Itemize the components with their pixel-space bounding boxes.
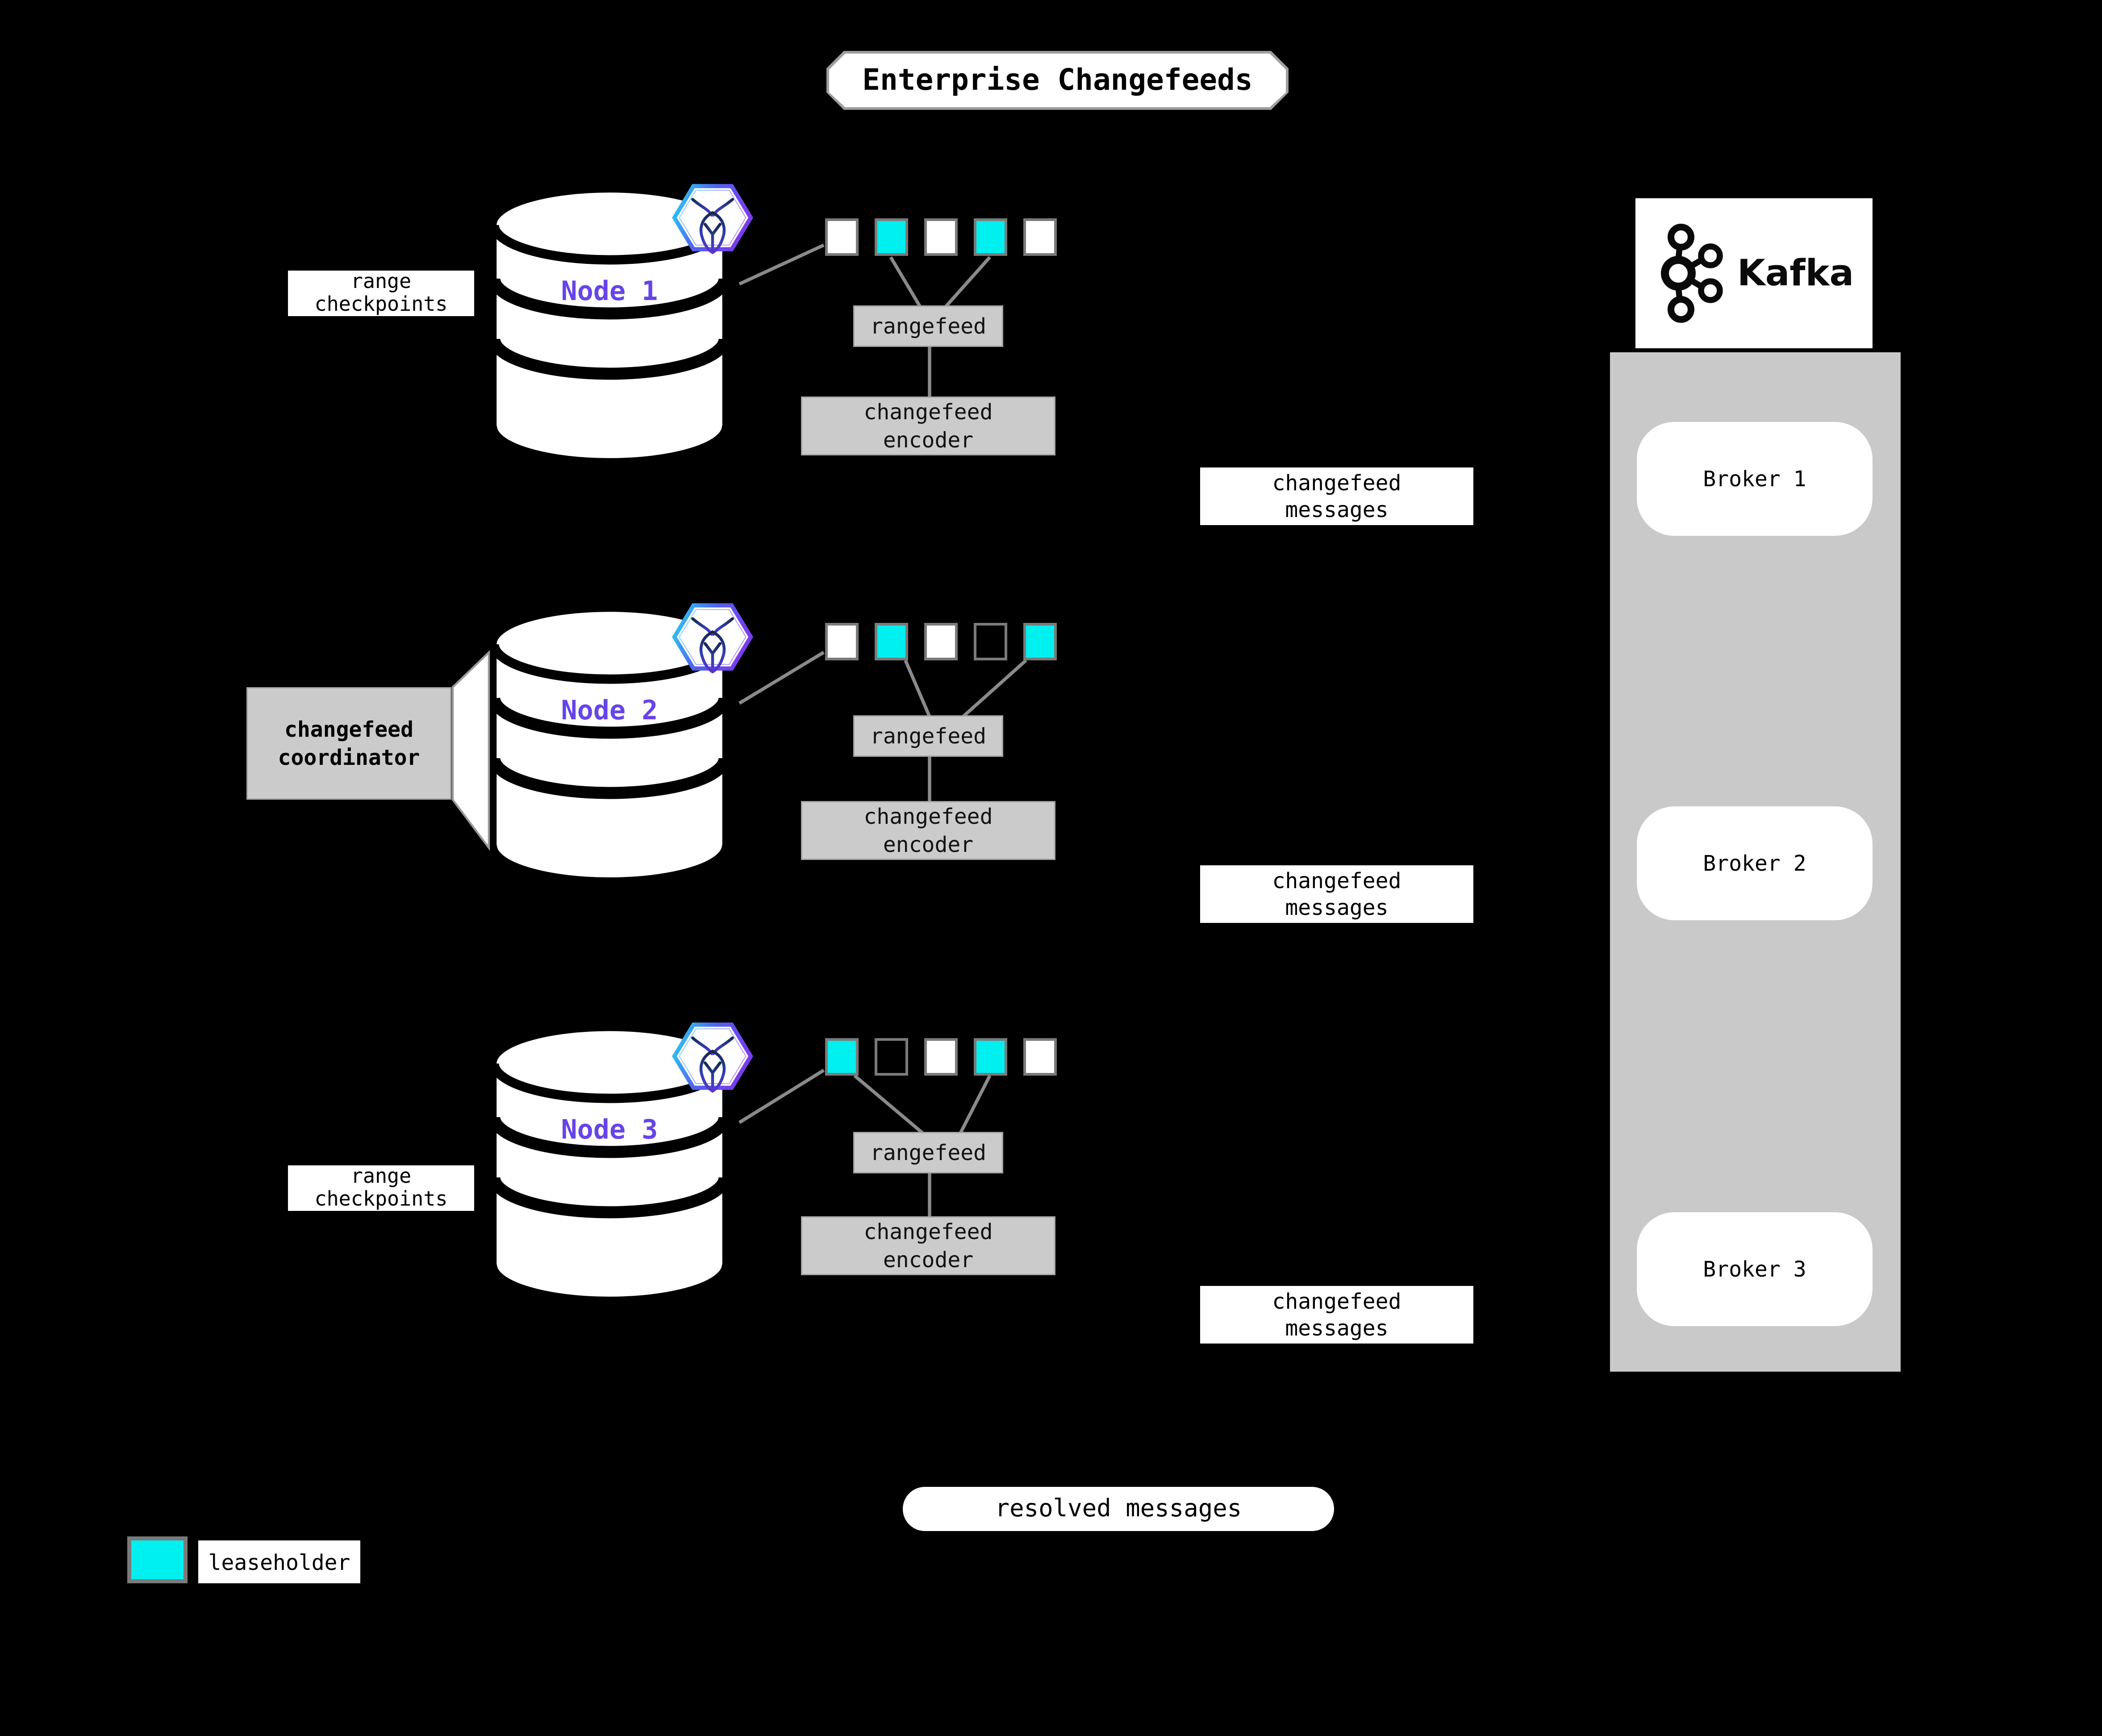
- gray-connectors: [738, 243, 1027, 1218]
- changefeed-coordinator-box: changefeed coordinator: [246, 687, 451, 800]
- node1-label: Node 1: [561, 275, 658, 307]
- node1-range-checkpoints-label: range checkpoints: [288, 270, 474, 316]
- cockroachdb-badge-icon: [672, 603, 753, 674]
- node1-rangefeed-box: rangefeed: [853, 305, 1003, 347]
- range-block-empty: [974, 623, 1007, 660]
- node3-range-checkpoints-label: range checkpoints: [288, 1165, 474, 1211]
- node1-range-row: [825, 218, 1057, 256]
- node3-changefeed-messages-label: changefeed messages: [1200, 1286, 1473, 1344]
- broker-2-box: Broker 2: [1637, 806, 1873, 920]
- node2-database-cylinder-icon: [489, 607, 730, 883]
- range-block-replica: [924, 1038, 958, 1076]
- range-block-replica: [1023, 218, 1057, 256]
- node1-changefeed-encoder-box: changefeed encoder: [801, 396, 1055, 455]
- node2-rangefeed-box: rangefeed: [853, 715, 1003, 757]
- node3-changefeed-encoder-box: changefeed encoder: [801, 1216, 1055, 1275]
- broker-3-box: Broker 3: [1637, 1212, 1873, 1326]
- range-block-replica: [825, 218, 859, 256]
- range-block-leaseholder: [974, 1038, 1007, 1076]
- range-block-replica: [1023, 1038, 1057, 1076]
- node2-label: Node 2: [561, 694, 658, 726]
- page-title: Enterprise Changefeeds: [829, 54, 1286, 107]
- node2-changefeed-encoder-box: changefeed encoder: [801, 801, 1055, 860]
- range-block-leaseholder: [875, 623, 908, 660]
- range-block-leaseholder: [974, 218, 1007, 256]
- node3-range-row: [825, 1038, 1057, 1076]
- kafka-logo-icon: [1661, 224, 1723, 323]
- node3-database-cylinder-icon: [489, 1026, 730, 1302]
- kafka-label: Kafka: [1737, 252, 1854, 294]
- range-block-empty: [875, 1038, 908, 1076]
- broker-1-box: Broker 1: [1637, 422, 1873, 536]
- kafka-panel: Kafka: [1635, 198, 1873, 348]
- node2-changefeed-messages-label: changefeed messages: [1200, 865, 1473, 923]
- cockroachdb-badge-icon: [672, 184, 753, 255]
- node1-changefeed-messages-label: changefeed messages: [1200, 467, 1473, 525]
- range-block-leaseholder: [875, 218, 908, 256]
- resolved-messages-pill: resolved messages: [903, 1487, 1334, 1531]
- range-block-leaseholder: [1023, 623, 1057, 660]
- node2-range-row: [825, 623, 1057, 660]
- coordinator-pointer-panel: [451, 650, 490, 851]
- leaseholder-swatch-icon: [127, 1536, 188, 1583]
- title-banner: Enterprise Changefeeds: [826, 51, 1289, 110]
- range-block-replica: [825, 623, 859, 660]
- node3-rangefeed-box: rangefeed: [853, 1132, 1003, 1173]
- range-block-replica: [924, 623, 958, 660]
- cockroachdb-badge-icon: [672, 1022, 753, 1093]
- node1-database-cylinder-icon: [489, 188, 730, 463]
- legend-leaseholder-label: leaseholder: [198, 1540, 360, 1583]
- node3-label: Node 3: [561, 1113, 658, 1145]
- range-block-leaseholder: [825, 1038, 859, 1076]
- range-block-replica: [924, 218, 958, 256]
